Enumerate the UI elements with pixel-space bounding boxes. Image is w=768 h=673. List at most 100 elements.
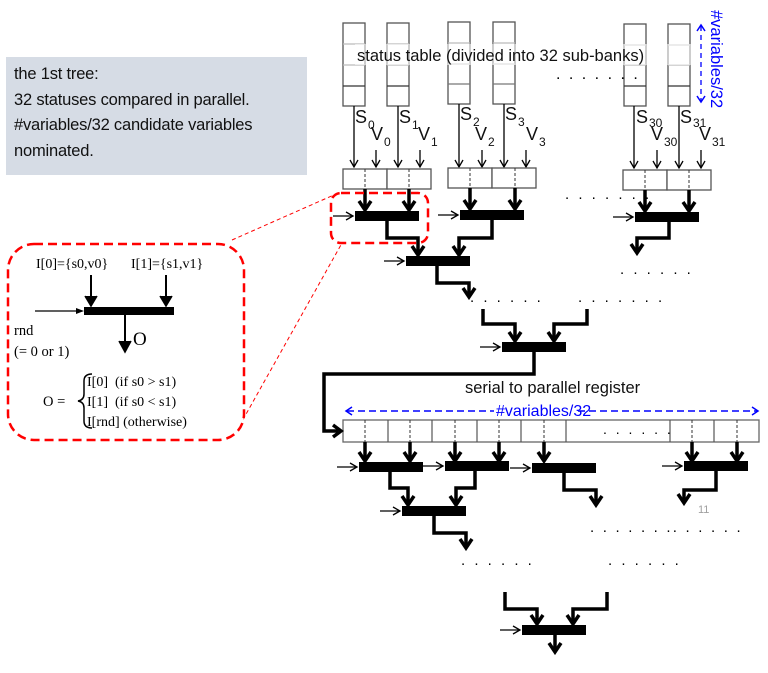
arrow-down-icon — [118, 340, 132, 354]
v-label: V — [371, 124, 383, 144]
s-label: S — [460, 104, 472, 124]
zoom-guide-line — [235, 242, 343, 433]
case-line: I[rnd] (otherwise) — [87, 415, 187, 430]
data-path — [503, 592, 539, 624]
s-sub: 0 — [368, 118, 375, 132]
note-line: #variables/32 candidate variables — [14, 116, 253, 134]
v-label: V — [651, 124, 663, 144]
comparator-bar — [532, 463, 596, 473]
data-path — [682, 471, 718, 503]
arrow-right-icon — [751, 406, 760, 416]
first-tree — [333, 188, 699, 352]
data-path — [432, 516, 468, 548]
tree-ellipsis: . . . . . . . — [565, 186, 652, 203]
tree-ellipsis: . . . . . . — [461, 552, 534, 569]
arrow-down-icon — [629, 243, 645, 257]
arrow-down-icon — [547, 642, 563, 656]
comparator-bar — [445, 461, 509, 471]
arrow-down-icon — [357, 200, 373, 214]
data-path — [385, 221, 420, 255]
comparator-bar — [84, 307, 174, 315]
comparator-bar — [522, 625, 586, 635]
comparator-bar — [359, 462, 423, 472]
s-label: S — [636, 107, 648, 127]
status-table-label: status table (divided into 32 sub-banks) — [357, 47, 644, 65]
s-sub: 31 — [693, 116, 707, 130]
note-box — [6, 57, 307, 175]
arrow-right-icon — [349, 462, 359, 472]
arrow-down-icon — [461, 287, 477, 301]
pair-registers — [342, 167, 712, 191]
arrow-down-icon — [565, 614, 581, 628]
data-path — [481, 309, 517, 341]
arrow-down-icon — [410, 245, 426, 259]
input0-label: I[0]={s0,v0} — [36, 257, 108, 272]
v-label: V — [475, 124, 487, 144]
arrow-down-icon — [462, 199, 478, 213]
s-label: S — [355, 107, 367, 127]
case-line: I[0] (if s0 > s1) — [87, 375, 176, 390]
register-ellipsis: . . . . . . — [603, 421, 673, 437]
output-label: O — [133, 329, 147, 350]
arrow-down-icon — [546, 331, 562, 345]
v-sub: 3 — [539, 135, 546, 149]
arrow-right-icon — [345, 211, 355, 221]
note-line: 32 statuses compared in parallel. — [14, 91, 250, 109]
v-sub: 1 — [431, 135, 438, 149]
comparator-bar — [355, 211, 419, 221]
data-path — [457, 220, 494, 255]
v-label: V — [418, 124, 430, 144]
data-path — [435, 266, 471, 297]
page-number: 11 — [698, 504, 709, 516]
tree-ellipsis: . . . . . . .. . . . . . — [590, 519, 743, 536]
v-sub: 0 — [384, 135, 391, 149]
arrow-down-icon — [357, 451, 373, 465]
arrow-down-icon — [536, 451, 552, 465]
arrow-down-icon — [402, 451, 418, 465]
s-label: S — [399, 107, 411, 127]
highlight-box — [329, 191, 430, 245]
data-path — [635, 222, 671, 253]
brace — [77, 373, 93, 429]
parallel-register — [342, 419, 760, 443]
arrow-right-icon — [396, 256, 406, 266]
arrow-down-icon — [84, 295, 98, 308]
tree-ellipsis: . . . . . . — [608, 552, 681, 569]
arrow-left-icon — [344, 406, 353, 416]
arrow-right-icon — [331, 423, 344, 439]
v-sub: 30 — [664, 135, 678, 149]
data-path — [454, 471, 477, 505]
note-line: nominated. — [14, 142, 94, 160]
comparator-detail: I[0]={s0,v0} I[1]={s1,v1} O rnd (= 0 or … — [6, 242, 246, 442]
s-sub: 1 — [412, 118, 419, 132]
arrow-right-icon — [492, 342, 502, 352]
arrow-down-icon — [507, 199, 523, 213]
comparator-bar — [502, 342, 566, 352]
second-tree — [337, 442, 748, 656]
case-line: I[1] (if s0 < s1) — [87, 395, 176, 410]
tree-ellipsis: . . . . . . — [470, 289, 543, 306]
data-path — [552, 309, 589, 341]
arrow-down-icon — [507, 331, 523, 345]
data-path — [562, 473, 598, 505]
comparator-bar — [406, 256, 470, 266]
sv-arrows — [349, 104, 706, 170]
data-path — [571, 592, 609, 624]
arrow-down-icon — [676, 493, 692, 507]
s-label: S — [680, 107, 692, 127]
arrow-right-icon — [625, 212, 635, 222]
comparator-bar — [460, 210, 524, 220]
arrow-right-icon — [76, 308, 84, 314]
status-table-label-backdrop — [355, 44, 693, 65]
arrow-down-icon — [458, 538, 474, 552]
arrow-right-icon — [522, 463, 532, 473]
arrow-right-icon — [450, 210, 460, 220]
arrow-down-icon — [681, 201, 697, 215]
arrow-up-icon — [696, 23, 706, 32]
zoom-guide-line — [231, 193, 337, 241]
equation-lhs: O = — [43, 394, 65, 410]
width-dimension-label: #variables/32 — [496, 403, 591, 420]
arrow-down-icon — [451, 245, 467, 259]
